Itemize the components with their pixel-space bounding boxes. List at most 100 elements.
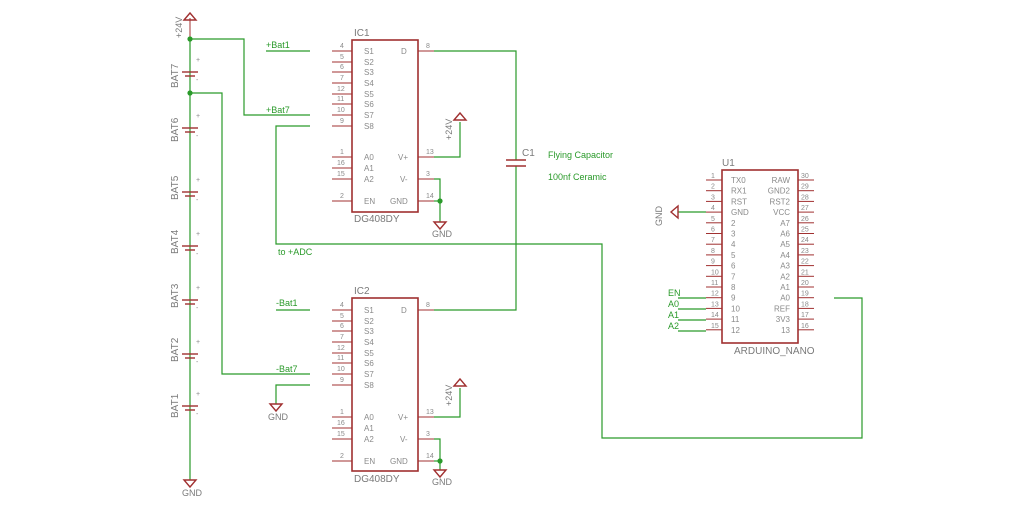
u1-ref: U1 bbox=[722, 158, 735, 169]
u1-right-pin-label: A1 bbox=[780, 283, 790, 292]
svg-text:-: - bbox=[196, 251, 199, 258]
gnd-bottom-label: GND bbox=[182, 488, 203, 498]
svg-text:-: - bbox=[196, 305, 199, 312]
u1-left-pin-label: 6 bbox=[731, 262, 736, 271]
u1-value: ARDUINO_NANO bbox=[734, 346, 815, 357]
u1-left-pin-num: 9 bbox=[711, 259, 715, 266]
svg-text:BAT1: BAT1 bbox=[170, 393, 181, 418]
ic2-supply-24v: +24V bbox=[444, 377, 468, 406]
svg-text:8: 8 bbox=[426, 43, 430, 50]
svg-text:BAT7: BAT7 bbox=[170, 63, 181, 88]
svg-text:GND: GND bbox=[268, 412, 289, 422]
u1-left-pin-num: 2 bbox=[711, 184, 715, 191]
svg-text:BAT3: BAT3 bbox=[170, 283, 181, 308]
svg-text:A2: A2 bbox=[364, 435, 374, 444]
svg-text:4: 4 bbox=[340, 43, 344, 50]
bat1: BAT1 +- bbox=[170, 391, 200, 418]
svg-text:14: 14 bbox=[426, 193, 434, 200]
u1-right-pin-num: 17 bbox=[801, 312, 809, 319]
u1-right-pin-label: A2 bbox=[780, 272, 790, 281]
svg-text:16: 16 bbox=[337, 160, 345, 167]
svg-text:S7: S7 bbox=[364, 370, 374, 379]
u1-right-pin-label: REF bbox=[774, 304, 790, 313]
svg-text:+24V: +24V bbox=[444, 119, 454, 140]
svg-text:S5: S5 bbox=[364, 349, 374, 358]
svg-text:3: 3 bbox=[426, 431, 430, 438]
u1-right-pin-num: 16 bbox=[801, 323, 809, 330]
svg-text:6: 6 bbox=[340, 323, 344, 330]
svg-text:GND: GND bbox=[654, 206, 664, 227]
svg-text:12: 12 bbox=[337, 86, 345, 93]
u1-left-pin-label: 3 bbox=[731, 230, 736, 239]
u1-left-pin-num: 13 bbox=[711, 301, 719, 308]
net-a1: A1 bbox=[668, 310, 679, 320]
ic2-gnd: GND bbox=[432, 469, 453, 487]
u1-right-pin-num: 29 bbox=[801, 184, 809, 191]
svg-text:D: D bbox=[401, 306, 407, 315]
svg-text:-: - bbox=[196, 411, 199, 418]
svg-text:S2: S2 bbox=[364, 58, 374, 67]
supply-24v-label: +24V bbox=[174, 17, 184, 38]
c1-ref: C1 bbox=[522, 148, 535, 159]
u1-right-pin-label: RST2 bbox=[770, 197, 791, 206]
svg-text:6: 6 bbox=[340, 64, 344, 71]
svg-text:A2: A2 bbox=[364, 175, 374, 184]
gnd-bottom: GND bbox=[182, 479, 203, 498]
svg-text:S6: S6 bbox=[364, 100, 374, 109]
u1-right-pin-num: 25 bbox=[801, 227, 809, 234]
svg-text:+: + bbox=[196, 113, 200, 120]
u1-left-pin-label: TX0 bbox=[731, 176, 746, 185]
net-adc: to +ADC bbox=[278, 247, 313, 257]
u1-left-pin-num: 1 bbox=[711, 173, 715, 180]
u1-left-pin-num: 8 bbox=[711, 248, 715, 255]
ic2-s8-gnd: GND bbox=[268, 403, 289, 422]
u1-left-pin-label: 7 bbox=[731, 272, 736, 281]
u1-left-pin-num: 7 bbox=[711, 237, 715, 244]
bat5: BAT5 +- bbox=[170, 175, 200, 204]
u1-right-pin-num: 18 bbox=[801, 301, 809, 308]
u1-right-pin-label: A3 bbox=[780, 262, 790, 271]
svg-text:1: 1 bbox=[340, 409, 344, 416]
capacitor-c1: C1 Flying Capacitor 100nf Ceramic bbox=[506, 148, 613, 182]
svg-text:BAT2: BAT2 bbox=[170, 337, 181, 362]
svg-text:13: 13 bbox=[426, 149, 434, 156]
bat3: BAT3 +- bbox=[170, 283, 200, 312]
u1-gnd: GND bbox=[654, 204, 679, 227]
svg-text:11: 11 bbox=[337, 96, 344, 103]
svg-text:8: 8 bbox=[426, 302, 430, 309]
svg-text:5: 5 bbox=[340, 54, 344, 61]
svg-text:+: + bbox=[196, 177, 200, 184]
svg-text:10: 10 bbox=[337, 107, 345, 114]
u1-right-pin-label: VCC bbox=[773, 208, 790, 217]
u1-left-pin-num: 12 bbox=[711, 291, 719, 298]
svg-text:2: 2 bbox=[340, 193, 344, 200]
net-a2: A2 bbox=[668, 321, 679, 331]
net-bat1-pos: +Bat1 bbox=[266, 40, 290, 50]
u1-right-pin-label: GND2 bbox=[768, 187, 791, 196]
u1-left-pin-label: 8 bbox=[731, 283, 736, 292]
svg-text:S4: S4 bbox=[364, 79, 374, 88]
svg-text:V+: V+ bbox=[398, 413, 408, 422]
u1-body bbox=[721, 169, 799, 344]
svg-text:9: 9 bbox=[340, 377, 344, 384]
net-labels: +Bat1 +Bat7 to +ADC -Bat1 -Bat7 EN A0 A1… bbox=[266, 40, 681, 374]
u1-right-pin-label: A5 bbox=[780, 240, 790, 249]
svg-text:S3: S3 bbox=[364, 327, 374, 336]
svg-text:7: 7 bbox=[340, 334, 344, 341]
u1-left-pin-num: 4 bbox=[711, 205, 715, 212]
svg-text:+24V: +24V bbox=[444, 385, 454, 406]
ic1-body bbox=[351, 39, 419, 213]
u1-right-pin-num: 28 bbox=[801, 194, 809, 201]
svg-text:A0: A0 bbox=[364, 153, 374, 162]
u1-right-pin-label: A4 bbox=[780, 251, 790, 260]
u1-right-pin-num: 30 bbox=[801, 173, 809, 180]
svg-text:S2: S2 bbox=[364, 317, 374, 326]
svg-text:V-: V- bbox=[400, 435, 408, 444]
ic1-gnd: GND bbox=[432, 221, 453, 239]
bat6: BAT6 +- bbox=[170, 113, 200, 142]
u1-left-pin-label: GND bbox=[731, 208, 749, 217]
